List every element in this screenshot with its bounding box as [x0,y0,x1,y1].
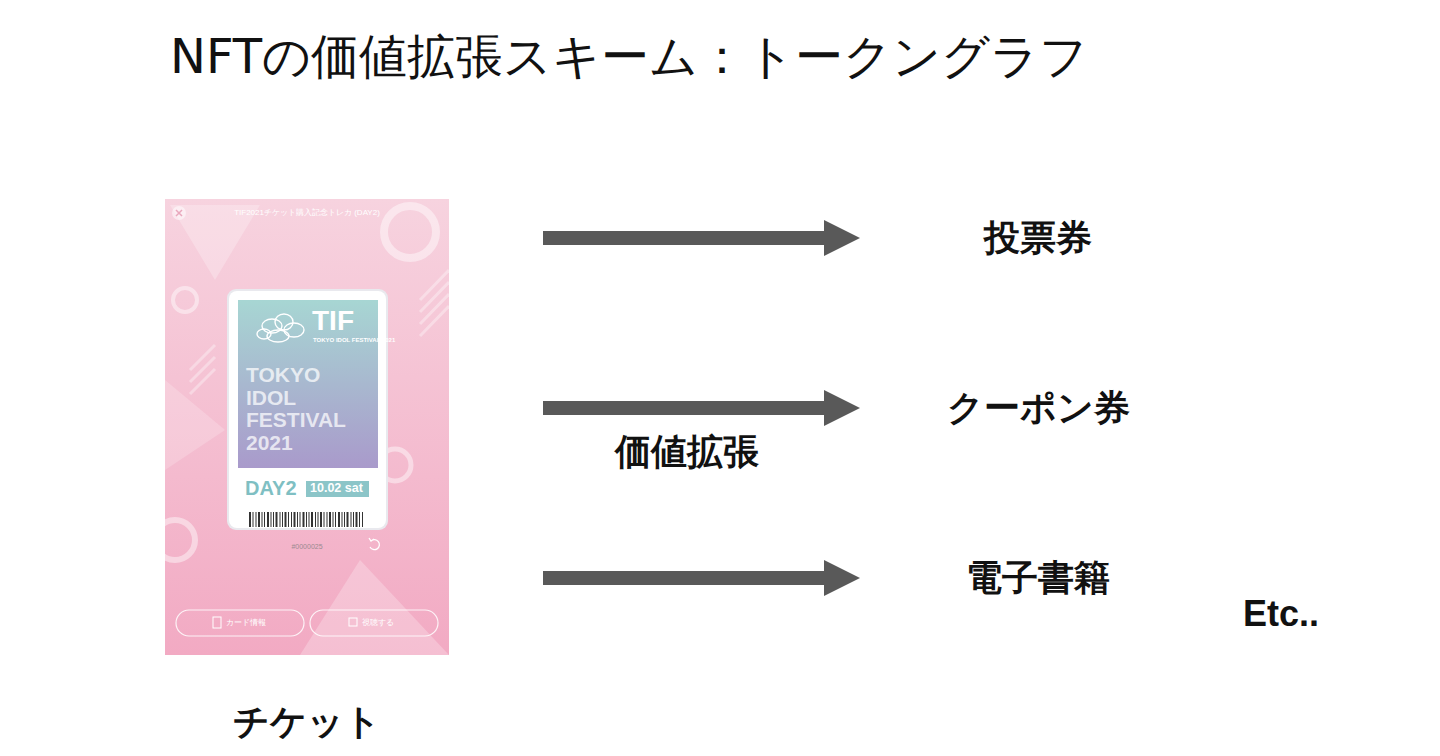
ticket-text: #0000025 [291,543,322,551]
barcode-bar [285,512,287,527]
ticket-background [165,199,449,655]
barcode-bar [258,512,260,527]
barcode-bar [344,512,345,527]
barcode-bar [276,512,278,527]
barcode-bar [264,512,265,527]
barcode-bar [303,512,305,527]
barcode-bar [356,512,358,527]
node-label: クーポン券 [947,388,1130,428]
barcode-bar [280,512,281,527]
barcode-bar [338,512,340,527]
arrow-connector [543,390,860,426]
barcode-bar [320,512,322,527]
arrow-connector [543,220,860,256]
barcode-bar [324,512,325,527]
diagram-title: NFTの価値拡張スキーム：トークングラフ [170,28,1088,86]
barcode-bar [362,512,363,527]
ticket-text: 視聴する [362,618,394,627]
card [229,291,386,528]
arrow-head [824,390,860,426]
arrow-connector [543,560,860,596]
node-label: 投票券 [984,218,1092,258]
arrow-shaft [543,571,824,585]
card-face [238,300,378,468]
barcode-bar [291,512,292,527]
ticket-text: TIF [312,305,354,337]
arrow-shaft [543,231,824,245]
value-node: クーポン券 [860,378,1216,438]
barcode-bar [359,512,360,527]
node-label: 電子書籍 [966,558,1110,598]
barcode-bar [333,512,334,527]
video-icon [349,618,357,626]
barcode-bar [300,512,301,527]
arrow-shaft [543,401,824,415]
barcode [249,512,363,527]
barcode-bar [288,512,289,527]
watch-button [310,610,438,636]
close-button [172,206,186,220]
barcode-bar [347,512,349,527]
value-node: 電子書籍 [860,548,1216,608]
document-icon [213,617,221,628]
ticket-text: DAY2 [245,477,297,500]
barcode-bar [309,512,310,527]
barcode-bar [318,512,319,527]
tif-logo [257,314,304,342]
card-info-button [176,610,304,636]
ticket-text: TOKYO IDOL FESTIVAL 2021 [313,337,395,344]
etc-note: Etc.. [1243,593,1319,634]
node-heading: チケット [233,702,381,742]
arrow-head [824,560,860,596]
barcode-bar [351,512,352,527]
barcode-bar [297,512,298,527]
ticket-text: カード情報 [226,618,266,627]
barcode-bar [342,512,343,527]
barcode-bar [327,512,328,527]
ticket-node: チケット [165,199,449,742]
edge-label: 価値拡張 [613,432,761,472]
ticket-text: 10.02 sat [310,481,363,495]
card-shadow [227,289,388,530]
ticket-text: TOKYO IDOL FESTIVAL 2021 [246,364,361,455]
barcode-bar [315,512,316,527]
background-shapes [165,205,449,655]
ticket-text: TIF2021チケット購入記念トレカ (DAY2) [234,208,380,217]
value-node: 投票券 [860,208,1216,268]
arrow-head [824,220,860,256]
barcode-bar [306,512,307,527]
barcode-bar [262,512,263,527]
barcode-bar [249,512,251,527]
barcode-bar [282,512,283,527]
barcode-bar [253,512,254,527]
barcode-bar [311,512,313,527]
barcode-bar [335,512,336,527]
barcode-bar [294,512,296,527]
barcode-bar [271,512,272,527]
barcode-bar [329,512,331,527]
barcode-bar [353,512,354,527]
barcode-bar [273,512,274,527]
barcode-bar [256,512,257,527]
barcode-bar [267,512,269,527]
refresh-icon [369,538,379,550]
close-icon [176,210,182,216]
date-box [306,481,369,497]
